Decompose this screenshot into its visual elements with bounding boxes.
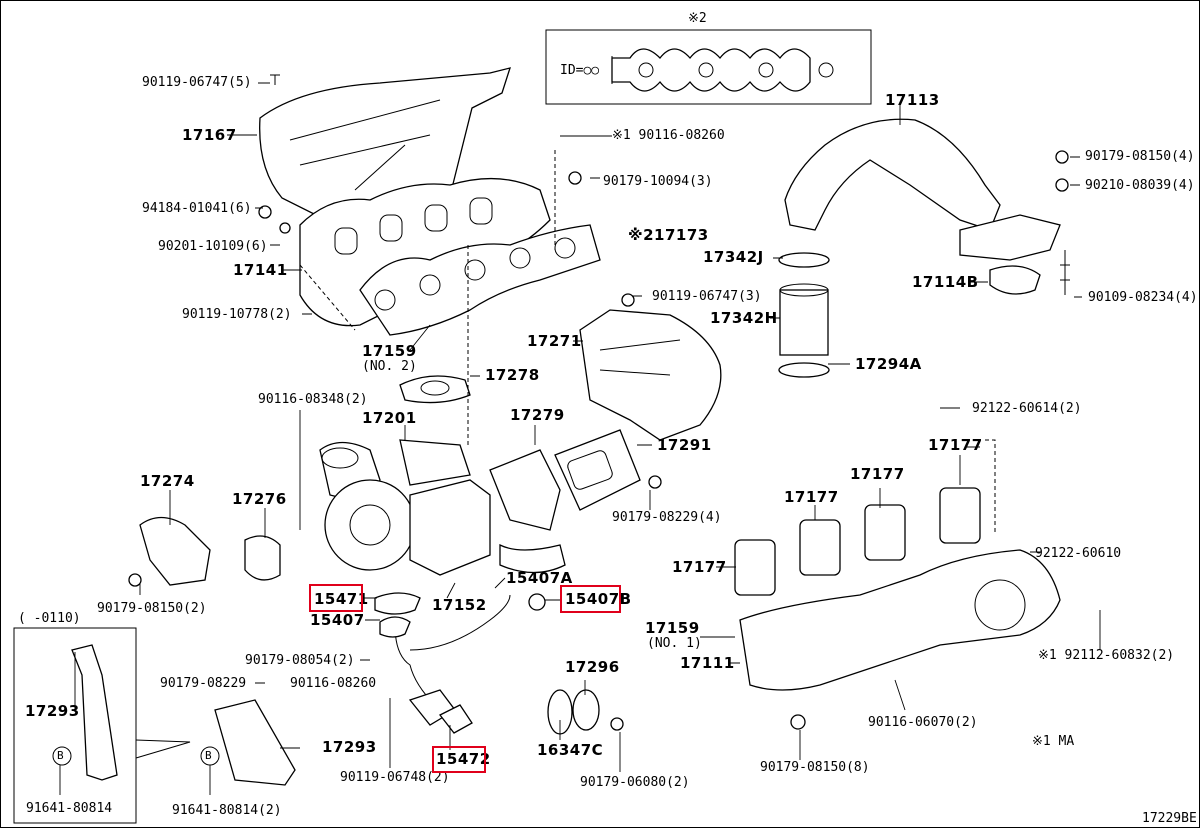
label-17173: ※217173: [628, 226, 709, 244]
label-inset-range: ( -0110): [18, 611, 81, 626]
intake-pipe-17113: [784, 118, 1001, 231]
label-17159-no2-sub: (NO. 2): [362, 359, 417, 374]
label-17177-a: 17177: [672, 558, 727, 576]
label-90179-08150-2: 90179-08150(2): [97, 601, 207, 616]
label-17294a: 17294A: [855, 355, 922, 373]
label-17177-c: 17177: [850, 465, 905, 483]
label-17293-a: 17293: [25, 702, 80, 720]
gasket-17177-c: [864, 504, 906, 561]
label-15407: 15407: [310, 611, 365, 629]
label-17271: 17271: [527, 332, 582, 350]
label-17293-b: 17293: [322, 738, 377, 756]
label-90179-06080-2: 90179-06080(2): [580, 775, 690, 790]
inset-box-early: [13, 627, 137, 824]
gasket-15472: [439, 704, 473, 734]
label-17278: 17278: [485, 366, 540, 384]
intake-manifold-17111: [739, 549, 1061, 691]
label-90179-10094-3: 90179-10094(3): [603, 174, 713, 189]
label-92112-60832-2: ※1 92112-60832(2): [1038, 648, 1175, 663]
diagram-code: 17229BE: [1142, 811, 1197, 826]
stay-17293: [214, 699, 296, 786]
label-17113: 17113: [885, 91, 940, 109]
label-17159-no2: 17159: [362, 342, 417, 360]
gasket-17177-d: [939, 487, 981, 544]
label-90179-08054-2: 90179-08054(2): [245, 653, 355, 668]
label-15407a: 15407A: [506, 569, 573, 587]
label-17177-d: 17177: [928, 436, 983, 454]
label-90119-06747-3: 90119-06747(3): [652, 289, 762, 304]
highlight-15407b[interactable]: [560, 585, 621, 613]
label-17159-no1-sub: (NO. 1): [647, 636, 702, 651]
outlet-elbow-17274: [139, 516, 211, 586]
label-92122-60610: 92122-60610: [1035, 546, 1122, 561]
heat-insulator-17271: [579, 309, 722, 441]
gasket-17114b: [989, 265, 1041, 295]
label-17141: 17141: [233, 261, 288, 279]
label-90119-06748-2: 90119-06748(2): [340, 770, 450, 785]
label-90116-08260b: 90116-08260: [290, 676, 377, 691]
label-94184-01041-6: 94184-01041(6): [142, 201, 252, 216]
union-bolt-15407b: [528, 593, 546, 611]
label-90109-08234-4: 90109-08234(4): [1088, 290, 1198, 305]
highlight-15471[interactable]: [309, 584, 363, 612]
label-17201: 17201: [362, 409, 417, 427]
label-16347c: 16347C: [537, 741, 604, 759]
label-90116-08348-2: 90116-08348(2): [258, 392, 368, 407]
label-17342j: 17342J: [703, 248, 764, 266]
label-90179-08229: 90179-08229: [160, 676, 247, 691]
b-marker-left: B: [57, 749, 64, 762]
label-90179-08229-4: 90179-08229(4): [612, 510, 722, 525]
label-17159-no1: 17159: [645, 619, 700, 637]
exhaust-pipe-17291: [554, 429, 641, 511]
oil-pipe-15407: [394, 594, 511, 706]
label-17274: 17274: [140, 472, 195, 490]
label-90119-06747-5: 90119-06747(5): [142, 75, 252, 90]
gasket-15471: [374, 592, 421, 615]
label-91641-80814-2: 91641-80814(2): [172, 803, 282, 818]
label-17152: 17152: [432, 596, 487, 614]
gasket-17276: [244, 535, 281, 581]
label-90119-10778-2: 90119-10778(2): [182, 307, 292, 322]
label-15472: 15472: [436, 750, 491, 768]
label-17279: 17279: [510, 406, 565, 424]
flange-gasket-17278: [399, 375, 471, 404]
gasket-17296: [572, 689, 600, 731]
gasket-17177-a: [734, 539, 776, 596]
highlight-15472[interactable]: [432, 746, 486, 773]
label-17114b: 17114B: [912, 273, 979, 291]
label-15407b: 15407B: [565, 590, 632, 608]
label-90116-08260: ※1 90116-08260: [612, 128, 725, 143]
manifold-gasket-17173: [359, 224, 601, 336]
label-17342h: 17342H: [710, 309, 778, 327]
label-92122-60614-2: 92122-60614(2): [972, 401, 1082, 416]
label-90201-10109-6: 90201-10109(6): [158, 239, 268, 254]
turbocharger-17201: [319, 439, 561, 576]
label-17177-b: 17177: [784, 488, 839, 506]
label-90179-08150-4: 90179-08150(4): [1085, 149, 1195, 164]
b-marker-right: B: [205, 749, 212, 762]
label-17276: 17276: [232, 490, 287, 508]
label-90179-08150-8: 90179-08150(8): [760, 760, 870, 775]
gasket-inset-box: [545, 29, 872, 105]
gasket-17177-b: [799, 519, 841, 576]
label-footnote-1: ※1 MA: [1032, 734, 1075, 749]
label-17291: 17291: [657, 436, 712, 454]
note-2-marker: ※2: [688, 11, 707, 26]
label-17167: 17167: [182, 126, 237, 144]
label-91641-80814: 91641-80814: [26, 801, 113, 816]
inset-id-label: ID=○○: [560, 63, 600, 78]
air-hose-17342h: [779, 289, 829, 356]
label-90116-06070-2: 90116-06070(2): [868, 715, 978, 730]
label-17296: 17296: [565, 658, 620, 676]
label-90210-08039-4: 90210-08039(4): [1085, 178, 1195, 193]
label-17111: 17111: [680, 654, 735, 672]
label-15471: 15471: [314, 590, 369, 608]
